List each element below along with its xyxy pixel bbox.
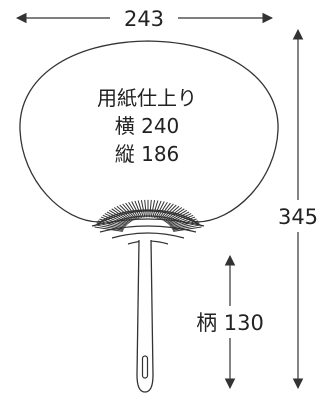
rib-line	[163, 207, 183, 222]
rib-line	[140, 200, 146, 218]
frame-band-1	[91, 218, 205, 227]
rib-line	[94, 226, 123, 232]
rib-line	[171, 220, 199, 229]
rib-line	[113, 207, 133, 222]
rib-line	[102, 214, 127, 226]
rib-line	[95, 224, 124, 231]
rib-line	[128, 201, 140, 219]
frame-band-3	[111, 232, 185, 239]
handle-slot	[141, 355, 149, 379]
rib-line	[131, 201, 141, 219]
rib-line	[116, 205, 134, 221]
rib-line	[134, 200, 143, 219]
rib-line	[150, 200, 156, 218]
rib-line	[169, 214, 194, 226]
rib-line	[156, 201, 168, 219]
height-dimension-label: 345	[278, 205, 318, 229]
rib-line	[173, 226, 202, 232]
rib-line	[153, 200, 162, 219]
rib-line	[99, 218, 126, 228]
rib-line	[167, 211, 190, 224]
rib-line	[97, 220, 125, 229]
rib-line	[172, 224, 201, 231]
rib-line	[144, 199, 147, 218]
rib-line	[137, 200, 144, 218]
rib-line	[104, 213, 128, 225]
paper-label-line3: 縦 186	[115, 142, 180, 166]
frame-band-2	[99, 225, 197, 233]
width-dimension-label: 243	[124, 7, 164, 31]
paper-label-line2: 横 240	[115, 114, 180, 138]
rib-line	[168, 213, 192, 225]
rib-line	[106, 211, 129, 224]
rib-line	[149, 199, 152, 218]
paper-label-line1: 用紙仕上り	[97, 86, 197, 110]
handle-dimension-label: 柄 130	[196, 311, 264, 335]
fan-handle	[136, 239, 154, 393]
rib-line	[152, 200, 159, 218]
rib-line	[155, 201, 165, 219]
rib-line	[170, 218, 197, 228]
rib-line	[162, 205, 180, 221]
rib-fan	[91, 199, 205, 245]
